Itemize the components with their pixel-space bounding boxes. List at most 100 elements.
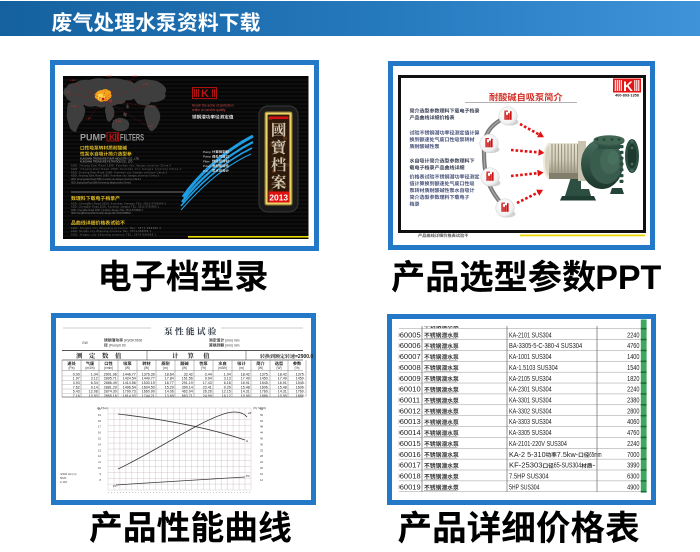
svg-text:20: 20	[260, 466, 264, 470]
svg-text:16.91: 16.91	[241, 381, 250, 385]
svg-text:5.43: 5.43	[73, 390, 80, 394]
svg-text:ADD: ChengBei Road 2000, Kunsh: ADD: ChengBei Road 2000, Kunshan Jiangsu…	[71, 203, 167, 206]
svg-text:17.49: 17.49	[278, 377, 287, 381]
svg-text:4760: 4760	[627, 341, 639, 350]
svg-text:11: 11	[98, 460, 101, 464]
svg-text:10.95: 10.95	[278, 394, 287, 398]
svg-text:48: 48	[260, 425, 264, 429]
svg-text:5HP SUS304: 5HP SUS304	[509, 482, 540, 491]
svg-text:ADD: Jinyang East Road 1588, K: ADD: Jinyang East Road 1588, Kunshan cit…	[71, 168, 182, 171]
svg-text:5.839: 5.839	[65, 92, 71, 94]
svg-text:18.42: 18.42	[241, 372, 250, 376]
svg-text:14.31: 14.31	[278, 390, 287, 394]
svg-text:ADD: Jinyang East Road 1588, K: ADD: Jinyang East Road 1588, Kunshan cit…	[71, 182, 132, 185]
svg-text:3.44: 3.44	[205, 372, 212, 376]
svg-text:20: 20	[98, 407, 102, 411]
svg-text:2895.71: 2895.71	[104, 377, 117, 381]
svg-text:60: 60	[260, 407, 264, 411]
svg-text:2881.29: 2881.29	[104, 385, 117, 389]
svg-text:65mm: 65mm	[589, 450, 601, 459]
svg-text:refine on service quality: refine on service quality	[192, 108, 226, 112]
svg-text:060010: 060010	[396, 385, 421, 394]
svg-text:K: K	[109, 132, 116, 142]
svg-text:9.29: 9.29	[224, 385, 231, 389]
svg-text:7000: 7000	[627, 450, 639, 459]
svg-text:KA-3302 SUS304: KA-3302 SUS304	[509, 406, 552, 415]
svg-text:10.95: 10.95	[241, 394, 250, 398]
svg-text:26.26: 26.26	[203, 390, 212, 394]
svg-text:KA-3303 SUS304: KA-3303 SUS304	[509, 417, 552, 426]
svg-text:400-893-1358: 400-893-1358	[615, 93, 639, 97]
svg-text:15.29: 15.29	[165, 385, 174, 389]
svg-text:K: K	[201, 88, 209, 100]
svg-text:6.18: 6.18	[224, 381, 231, 385]
svg-text:ADD: Jinyang East Road 1588, K: ADD: Jinyang East Road 1588, Kunshan cit…	[71, 175, 160, 178]
svg-text:17.49: 17.49	[241, 377, 250, 381]
svg-text:3.12: 3.12	[91, 377, 98, 381]
svg-text:4900: 4900	[627, 482, 639, 491]
svg-text:ADD: ChengBei Road 2000, Kunsh: ADD: ChengBei Road 2000, Kunshan Jiangsu…	[71, 206, 160, 209]
svg-text:19: 19	[98, 413, 102, 417]
svg-text:KA-2 5-310: KA-2 5-310	[509, 450, 546, 459]
svg-text:PUMP: PUMP	[80, 133, 107, 144]
svg-text:060017: 060017	[396, 461, 421, 470]
svg-text:52: 52	[260, 419, 264, 423]
svg-text:390.14: 390.14	[182, 385, 193, 389]
svg-text:1449.77: 1449.77	[142, 377, 155, 381]
svg-text:5.839: 5.839	[86, 118, 92, 120]
svg-text:060019: 060019	[396, 482, 421, 491]
svg-text:14.06: 14.06	[165, 390, 174, 394]
svg-text:060008: 060008	[396, 363, 421, 372]
svg-text:(m3/h): (m3/h)	[85, 366, 94, 370]
svg-text:eff: eff	[248, 411, 251, 415]
svg-text:3990: 3990	[627, 461, 639, 470]
svg-text:0.00: 0.00	[73, 372, 80, 376]
svg-text:060015: 060015	[396, 439, 421, 448]
svg-text:KA-2105 SUS304: KA-2105 SUS304	[509, 374, 552, 383]
svg-text:0.140: 0.140	[60, 480, 67, 484]
svg-text:18: 18	[98, 419, 102, 423]
svg-text:P1: P1	[113, 484, 117, 488]
svg-text:PPT: PPT	[595, 259, 661, 297]
svg-text:KA-1.5103 SUS304: KA-1.5103 SUS304	[509, 363, 558, 372]
svg-text:12: 12	[260, 478, 264, 482]
svg-text:8: 8	[99, 478, 101, 482]
svg-text:16: 16	[260, 472, 264, 476]
svg-text:1660.90: 1660.90	[142, 390, 155, 394]
svg-text:5020: 5020	[60, 476, 67, 480]
svg-text:(W): (W)	[182, 366, 187, 370]
svg-text:KA-2301 SUS304: KA-2301 SUS304	[509, 385, 552, 394]
svg-text:14.31: 14.31	[241, 390, 250, 394]
svg-text:(Pump0.00: (Pump0.00	[109, 344, 126, 348]
svg-text:1446.77: 1446.77	[123, 372, 136, 376]
svg-text:1540: 1540	[627, 363, 639, 372]
svg-text:H: H	[246, 439, 248, 443]
svg-text:36: 36	[260, 442, 264, 446]
svg-text:1424.54: 1424.54	[123, 377, 136, 381]
svg-text:KA-1001 SUS304: KA-1001 SUS304	[509, 352, 552, 361]
svg-text:=2900.0: =2900.0	[295, 354, 313, 360]
svg-text:ADD: ChengBei Road 2000, Kunsh: ADD: ChengBei Road 2000, Kunshan Jiangsu…	[71, 212, 132, 215]
svg-text:ADD: Ningbo city Zhejiang prov: ADD: Ningbo city Zhejiang province TEL: …	[71, 233, 157, 236]
svg-text:24: 24	[260, 460, 264, 464]
svg-text:6300: 6300	[627, 472, 639, 481]
svg-text:17.43: 17.43	[203, 381, 212, 385]
svg-text:ADD: ChengBei Road 2000, Kunsh: ADD: ChengBei Road 2000, Kunshan Jiangsu…	[71, 209, 144, 212]
svg-text:1886.: 1886.	[296, 394, 305, 398]
svg-text:1814.93: 1814.93	[123, 394, 136, 398]
svg-text:151.56: 151.56	[182, 377, 193, 381]
svg-text:44: 44	[260, 431, 264, 435]
svg-text:P2: P2	[246, 474, 250, 478]
svg-text:40: 40	[260, 437, 264, 441]
svg-text:9.94: 9.94	[205, 377, 212, 381]
svg-text:(%): (%)	[201, 366, 206, 370]
svg-text:12.08: 12.08	[89, 390, 98, 394]
svg-text:28: 28	[260, 454, 264, 458]
svg-text:1606.: 1606.	[296, 385, 305, 389]
svg-text:Filter: Filter	[203, 159, 210, 163]
svg-text:9.14: 9.14	[91, 385, 98, 389]
svg-text:10: 10	[98, 466, 102, 470]
svg-text:060013: 060013	[396, 417, 421, 426]
svg-text:-: -	[592, 461, 596, 470]
svg-text:663.71: 663.71	[182, 394, 193, 398]
